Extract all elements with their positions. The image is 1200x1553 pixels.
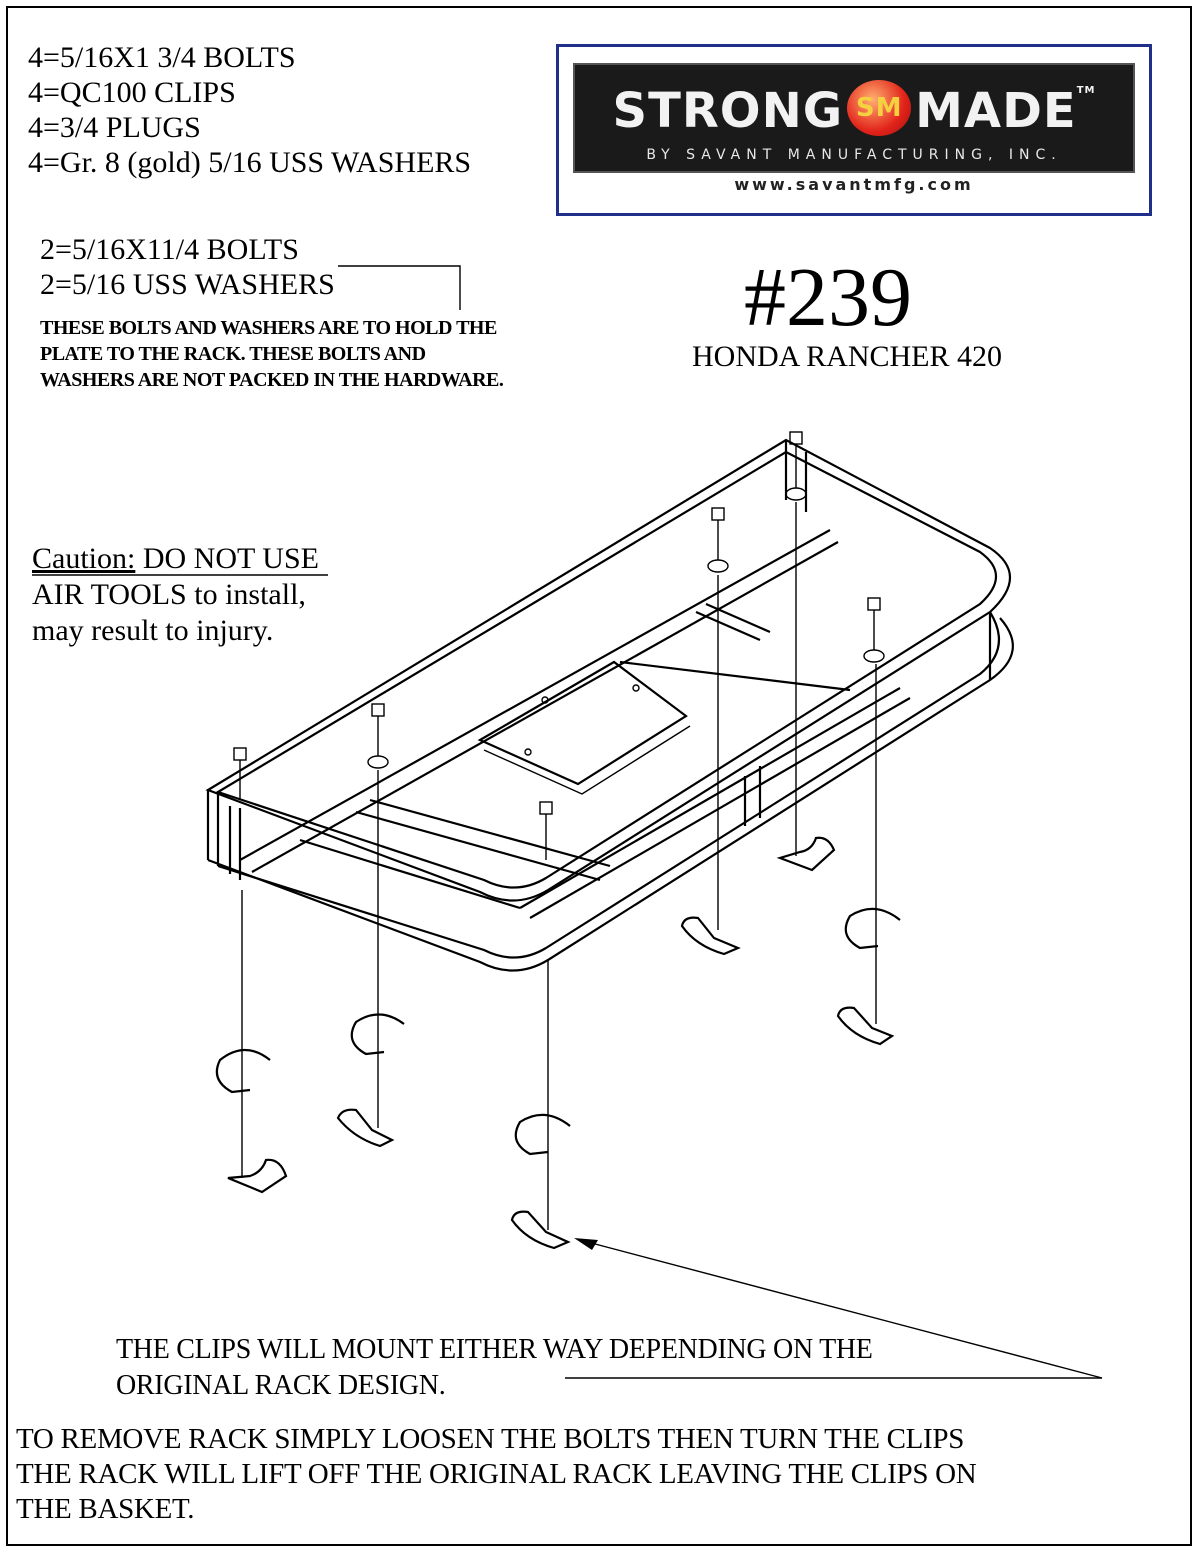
logo-left-word: STRONG [612,83,844,139]
bolt [863,597,885,663]
caution-line: AIR TOOLS to install, [32,578,306,611]
hardware-item: 4=5/16X1 3/4 BOLTS [28,41,296,74]
caution-label: Caution: [32,542,136,575]
caution-note: Caution: DO NOT USE AIR TOOLS to install… [32,541,319,649]
hardware-item: 4=QC100 CLIPS [28,76,236,109]
bolt-set [233,431,885,860]
plate-note: THESE BOLTS AND WASHERS ARE TO HOLD THE … [40,315,504,393]
bolt [539,801,553,860]
washer-label-leader [338,265,461,310]
model-name: HONDA RANCHER 420 [692,340,1003,373]
bolt [367,703,389,769]
clip-rings [215,907,901,1156]
plate-hardware-list: 2=5/16X11/4 BOLTS 2=5/16 USS WASHERS [40,232,335,302]
removal-note: TO REMOVE RACK SIMPLY LOOSEN THE BOLTS T… [16,1422,977,1527]
rack-frame [205,438,1014,972]
logo-right-word: MADE [915,83,1077,139]
part-number: #239 [744,251,912,344]
removal-note-line: THE BASKET. [16,1493,195,1525]
hardware-list: 4=5/16X1 3/4 BOLTS 4=QC100 CLIPS 4=3/4 P… [28,40,471,180]
assembly-lines [241,502,877,1230]
bolt [233,747,247,800]
instruction-sheet [6,6,1192,1546]
removal-note-line: THE RACK WILL LIFT OFF THE ORIGINAL RACK… [16,1458,977,1490]
saddle-clips [227,836,895,1250]
hardware-item: 4=Gr. 8 (gold) 5/16 USS WASHERS [28,146,472,179]
removal-note-line: TO REMOVE RACK SIMPLY LOOSEN THE BOLTS T… [16,1423,965,1455]
bolt [707,507,729,573]
logo-badge: SM [847,80,912,136]
hardware-item: 4=3/4 PLUGS [28,111,201,144]
caution-text: DO NOT USE [135,542,319,575]
plate-note-line: THESE BOLTS AND WASHERS ARE TO HOLD THE [40,317,497,339]
plate-note-line: WASHERS ARE NOT PACKED IN THE HARDWARE. [40,369,504,391]
logo-url: www.savantmfg.com [734,175,974,194]
logo-trademark: TM [1076,85,1096,96]
clips-note-line: ORIGINAL RACK DESIGN. [116,1370,446,1401]
clips-note-line: THE CLIPS WILL MOUNT EITHER WAY DEPENDIN… [116,1334,873,1365]
logo-subtitle: BY SAVANT MANUFACTURING, INC. [646,147,1062,163]
plate-hardware-item: 2=5/16X11/4 BOLTS [40,233,299,266]
caution-line: may result to injury. [32,614,274,647]
bolt [785,431,807,501]
plate-hardware-item: 2=5/16 USS WASHERS [40,268,335,301]
clips-note: THE CLIPS WILL MOUNT EITHER WAY DEPENDIN… [116,1332,873,1404]
plate-note-line: PLATE TO THE RACK. THESE BOLTS AND [40,343,426,365]
clip-pointer-arrow [565,1238,1103,1379]
caution-line: Caution: DO NOT USE [32,541,319,577]
